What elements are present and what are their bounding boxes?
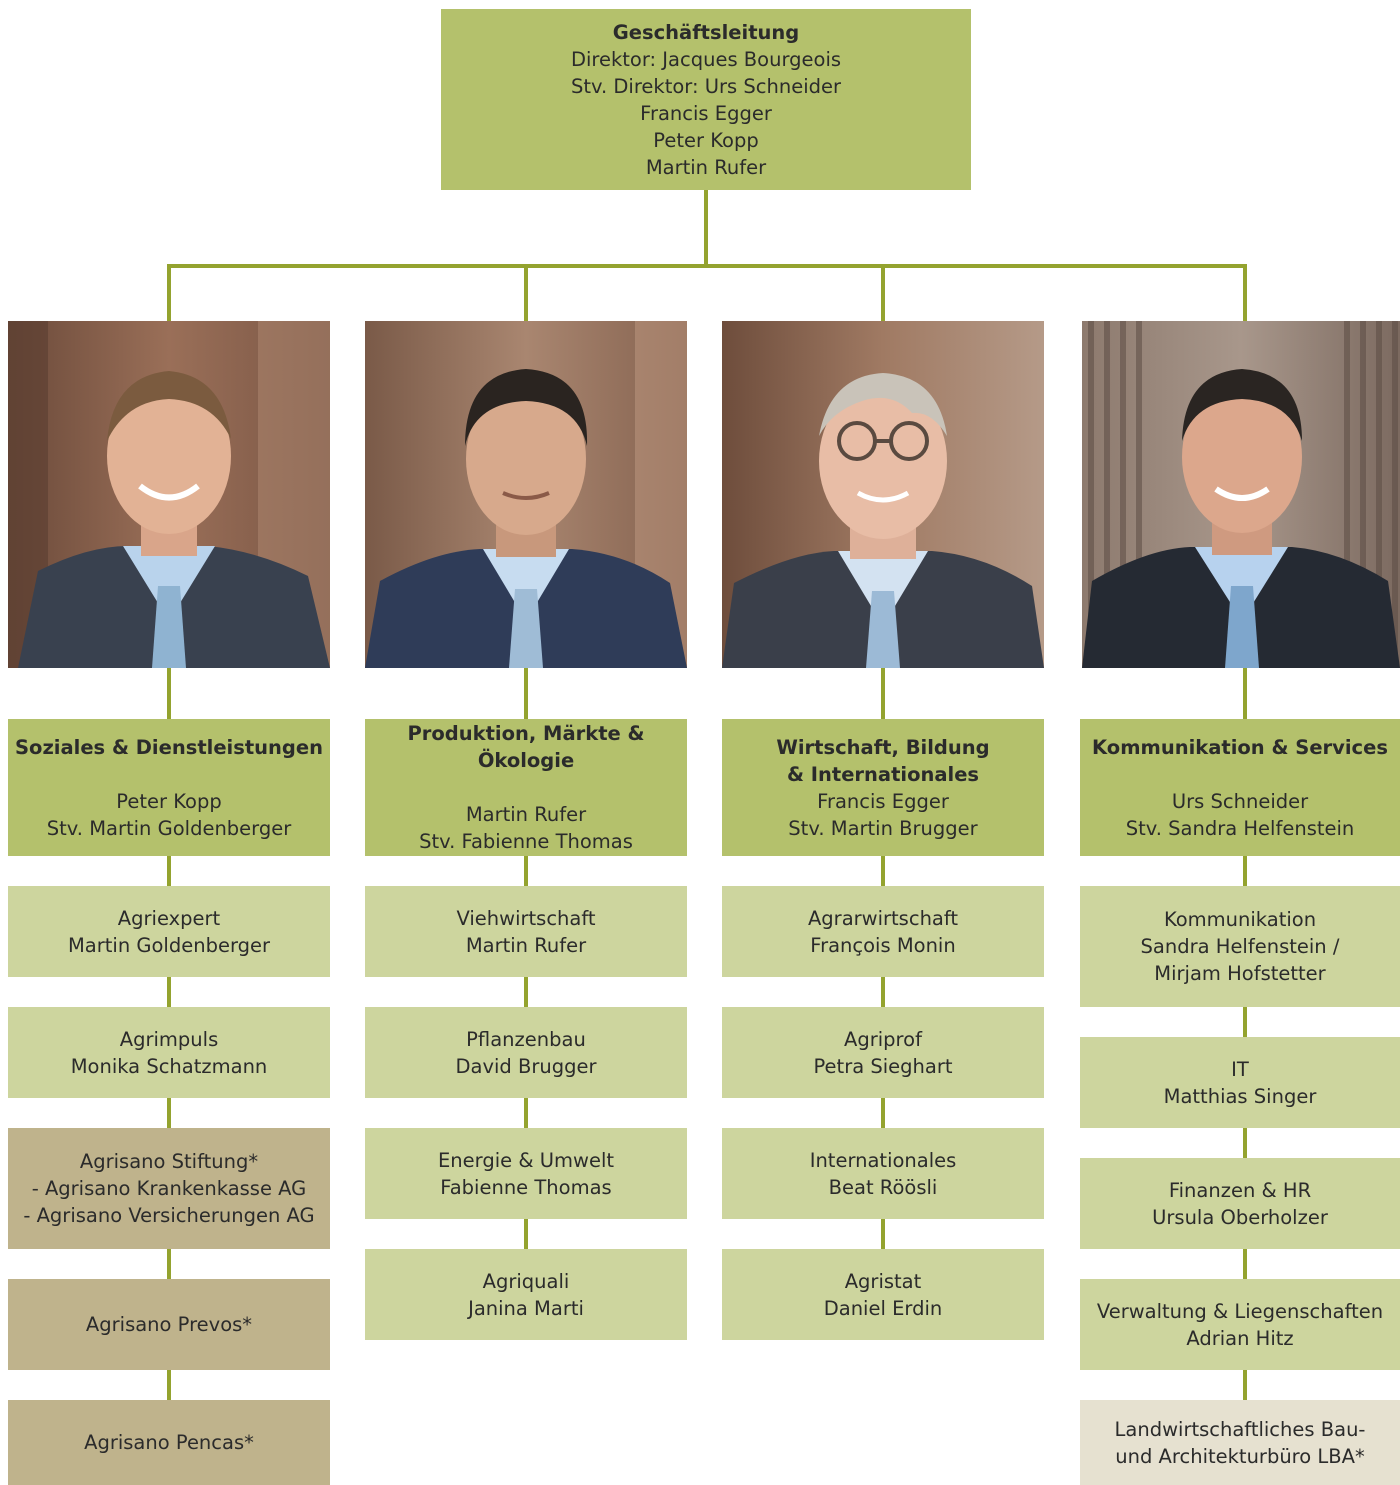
unit-line: Finanzen & HR: [1168, 1178, 1312, 1202]
unit-box: IT Matthias Singer: [1080, 1037, 1400, 1128]
unit-line: - Agrisano Krankenkasse AG: [31, 1177, 307, 1200]
management-line: Martin Rufer: [645, 155, 767, 179]
management-line: Francis Egger: [640, 101, 772, 125]
unit-box: Landwirtschaftliches Bau- und Architektu…: [1080, 1400, 1400, 1485]
unit-line: Mirjam Hofstetter: [1154, 962, 1326, 985]
unit-box: Internationales Beat Röösli: [722, 1128, 1044, 1219]
connector-col-3-photo-to-box: [881, 668, 885, 720]
portrait-photo-francis-egger: [722, 321, 1044, 668]
department-title: Wirtschaft, Bildung: [776, 735, 990, 759]
unit-line: Internationales: [809, 1148, 957, 1172]
unit-line: Kommunikation: [1163, 908, 1317, 931]
department-deputy: Stv. Martin Goldenberger: [46, 816, 292, 840]
unit-line: Adrian Hitz: [1186, 1326, 1294, 1350]
department-title: & Internationales: [786, 762, 980, 786]
department-head: Urs Schneider: [1171, 789, 1309, 813]
connector-col-4-photo-to-box: [1243, 668, 1247, 720]
department-head: Martin Rufer: [465, 803, 587, 826]
unit-line: Energie & Umwelt: [437, 1148, 615, 1172]
unit-line: Ursula Oberholzer: [1152, 1205, 1328, 1229]
department-deputy: Stv. Fabienne Thomas: [419, 830, 633, 853]
connector-col-1-drop: [167, 264, 171, 322]
department-title: Produktion, Märkte & Ökologie: [407, 722, 645, 772]
connector-col-4-drop: [1243, 264, 1247, 322]
management-box: Geschäftsleitung Direktor: Jacques Bourg…: [441, 9, 971, 190]
unit-line: Agriprof: [844, 1027, 922, 1051]
unit-line: Agrarwirtschaft: [807, 906, 959, 930]
connector-col-4-units: [1243, 855, 1247, 1401]
unit-line: Petra Sieghart: [813, 1054, 953, 1078]
unit-box: Agrisano Stiftung* - Agrisano Krankenkas…: [8, 1128, 330, 1249]
unit-line: Agrisano Pencas*: [84, 1431, 254, 1454]
unit-line: Martin Goldenberger: [67, 933, 271, 957]
unit-line: Verwaltung & Liegenschaften: [1096, 1299, 1384, 1323]
department-box-4: Kommunikation & Services Urs Schneider S…: [1080, 719, 1400, 856]
unit-line: Agriquali: [482, 1269, 570, 1293]
unit-line: Matthias Singer: [1163, 1084, 1317, 1108]
connector-horizontal: [167, 264, 1247, 268]
portrait-photo-martin-rufer: [365, 321, 687, 668]
unit-box: Agrarwirtschaft François Monin: [722, 886, 1044, 977]
unit-box: Finanzen & HR Ursula Oberholzer: [1080, 1158, 1400, 1249]
unit-line: Agristat: [844, 1269, 922, 1293]
unit-box: Energie & Umwelt Fabienne Thomas: [365, 1128, 687, 1219]
unit-line: Agrimpuls: [119, 1027, 219, 1051]
unit-line: Viehwirtschaft: [456, 906, 596, 930]
portrait-photo-urs-schneider: [1082, 321, 1400, 668]
department-title: Kommunikation & Services: [1092, 735, 1388, 759]
department-title: Soziales & Dienstleistungen: [15, 735, 323, 759]
unit-line: Agrisano Stiftung*: [79, 1150, 259, 1173]
unit-box: Agrisano Prevos*: [8, 1279, 330, 1370]
connector-col-1-photo-to-box: [167, 668, 171, 720]
connector-col-3-drop: [881, 264, 885, 322]
department-box-1: Soziales & Dienstleistungen Peter Kopp S…: [8, 719, 330, 856]
connector-col-2-drop: [524, 264, 528, 322]
unit-line: und Architekturbüro LBA*: [1115, 1444, 1365, 1468]
unit-line: Martin Rufer: [465, 933, 587, 957]
unit-line: Janina Marti: [468, 1296, 584, 1320]
portrait-photo-peter-kopp: [8, 321, 330, 668]
department-box-3: Wirtschaft, Bildung & Internationales Fr…: [722, 719, 1044, 856]
unit-box: Kommunikation Sandra Helfenstein / Mirja…: [1080, 886, 1400, 1007]
management-line: Stv. Direktor: Urs Schneider: [570, 74, 842, 98]
unit-box: Agriquali Janina Marti: [365, 1249, 687, 1340]
unit-box: Viehwirtschaft Martin Rufer: [365, 886, 687, 977]
unit-box: Agrimpuls Monika Schatzmann: [8, 1007, 330, 1098]
unit-box: Agrisano Pencas*: [8, 1400, 330, 1485]
unit-line: Beat Röösli: [828, 1175, 938, 1199]
unit-line: David Brugger: [455, 1054, 597, 1078]
connector-col-2-photo-to-box: [524, 668, 528, 720]
unit-line: Agriexpert: [117, 906, 221, 930]
unit-line: Fabienne Thomas: [440, 1175, 612, 1199]
unit-line: Pflanzenbau: [466, 1027, 586, 1051]
unit-box: Agriexpert Martin Goldenberger: [8, 886, 330, 977]
unit-box: Verwaltung & Liegenschaften Adrian Hitz: [1080, 1279, 1400, 1370]
unit-line: - Agrisano Versicherungen AG: [23, 1204, 315, 1227]
department-head: Peter Kopp: [116, 789, 222, 813]
unit-line: IT: [1231, 1057, 1249, 1081]
connector-top-vertical: [704, 190, 708, 266]
management-line: Direktor: Jacques Bourgeois: [570, 47, 842, 71]
unit-box: Agriprof Petra Sieghart: [722, 1007, 1044, 1098]
department-box-2: Produktion, Märkte & Ökologie Martin Ruf…: [365, 719, 687, 856]
unit-box: Pflanzenbau David Brugger: [365, 1007, 687, 1098]
management-line: Peter Kopp: [653, 128, 759, 152]
unit-line: François Monin: [810, 933, 956, 957]
unit-line: Monika Schatzmann: [70, 1054, 268, 1078]
unit-line: Sandra Helfenstein /: [1140, 935, 1340, 958]
department-deputy: Stv. Sandra Helfenstein: [1125, 816, 1355, 840]
management-title: Geschäftsleitung: [612, 20, 800, 44]
department-head: Francis Egger: [817, 789, 949, 813]
unit-line: Agrisano Prevos*: [85, 1313, 253, 1336]
unit-line: Daniel Erdin: [823, 1296, 943, 1320]
department-deputy: Stv. Martin Brugger: [788, 816, 978, 840]
unit-box: Agristat Daniel Erdin: [722, 1249, 1044, 1340]
unit-line: Landwirtschaftliches Bau-: [1114, 1417, 1366, 1441]
